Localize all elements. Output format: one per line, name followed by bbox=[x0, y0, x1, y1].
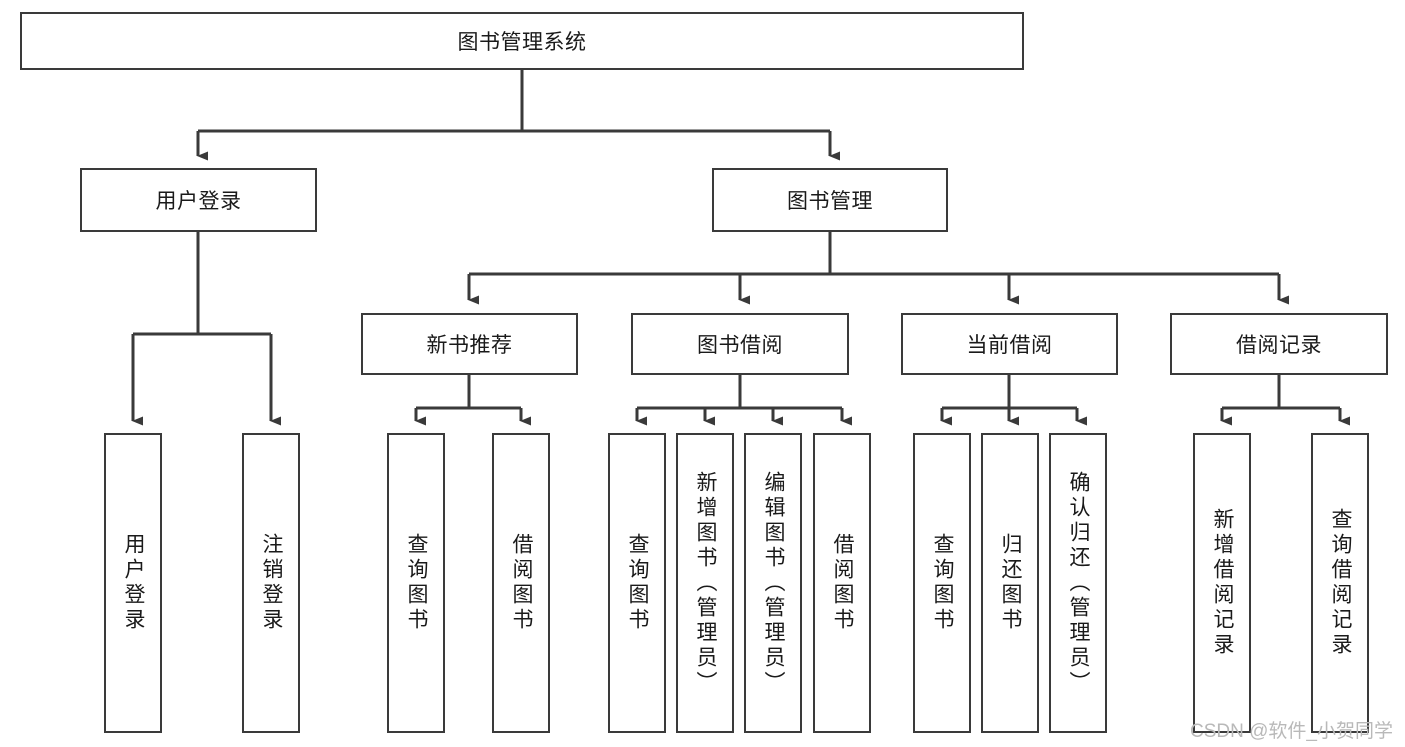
node-borrow-record[interactable]: 借阅记录 bbox=[1170, 313, 1388, 375]
node-label: 新增图书（管理员） bbox=[694, 470, 718, 696]
leaf-query-book-borrow[interactable]: 查询图书 bbox=[608, 433, 666, 733]
leaf-edit-book-admin[interactable]: 编辑图书（管理员） bbox=[744, 433, 802, 733]
node-label: 查询借阅记录 bbox=[1329, 508, 1353, 658]
leaf-borrow-book[interactable]: 借阅图书 bbox=[813, 433, 871, 733]
node-label: 归还图书 bbox=[999, 533, 1023, 633]
node-book-borrow[interactable]: 图书借阅 bbox=[631, 313, 849, 375]
leaf-user-login[interactable]: 用户登录 bbox=[104, 433, 162, 733]
node-label: 图书借阅 bbox=[697, 334, 783, 357]
leaf-query-borrow-record[interactable]: 查询借阅记录 bbox=[1311, 433, 1369, 733]
node-user-login[interactable]: 用户登录 bbox=[80, 168, 317, 232]
node-book-management[interactable]: 图书管理 bbox=[712, 168, 948, 232]
node-label: 当前借阅 bbox=[966, 334, 1053, 357]
node-current-borrow[interactable]: 当前借阅 bbox=[901, 313, 1118, 375]
node-label: 确认归还（管理员） bbox=[1067, 470, 1091, 696]
node-label: 用户登录 bbox=[122, 533, 146, 633]
node-label: 注销登录 bbox=[260, 533, 284, 633]
node-label: 查询图书 bbox=[405, 533, 429, 633]
leaf-confirm-return-admin[interactable]: 确认归还（管理员） bbox=[1049, 433, 1107, 733]
leaf-borrow-book-newbook[interactable]: 借阅图书 bbox=[492, 433, 550, 733]
node-label: 查询图书 bbox=[626, 533, 650, 633]
leaf-add-borrow-record[interactable]: 新增借阅记录 bbox=[1193, 433, 1251, 733]
node-label: 编辑图书（管理员） bbox=[762, 470, 786, 696]
node-label: 查询图书 bbox=[931, 533, 955, 633]
node-label: 借阅图书 bbox=[510, 533, 534, 633]
node-label: 图书管理 bbox=[787, 190, 873, 213]
node-label: 借阅图书 bbox=[831, 533, 855, 633]
leaf-query-book-current[interactable]: 查询图书 bbox=[913, 433, 971, 733]
leaf-return-book[interactable]: 归还图书 bbox=[981, 433, 1039, 733]
node-root-book-management-system[interactable]: 图书管理系统 bbox=[20, 12, 1024, 70]
node-label: 新书推荐 bbox=[426, 334, 513, 357]
leaf-query-book-newbook[interactable]: 查询图书 bbox=[387, 433, 445, 733]
leaf-add-book-admin[interactable]: 新增图书（管理员） bbox=[676, 433, 734, 733]
node-label: 借阅记录 bbox=[1236, 334, 1322, 357]
leaf-logout-login[interactable]: 注销登录 bbox=[242, 433, 300, 733]
csdn-watermark: CSDN @软件_小贺同学 bbox=[1190, 721, 1393, 742]
node-label: 图书管理系统 bbox=[457, 31, 587, 54]
node-label: 用户登录 bbox=[155, 190, 242, 213]
node-new-book-recommend[interactable]: 新书推荐 bbox=[361, 313, 578, 375]
node-label: 新增借阅记录 bbox=[1211, 508, 1235, 658]
